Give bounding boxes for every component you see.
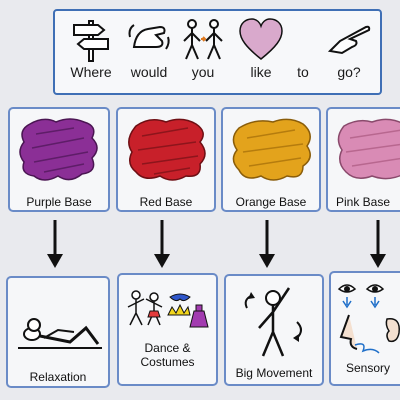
purple-base-card[interactable]: Purple Base xyxy=(8,107,110,212)
word-would-label: would xyxy=(130,64,168,80)
red-base-label: Red Base xyxy=(139,195,193,209)
pink-base-label: Pink Base xyxy=(335,195,391,209)
pointing-hand-icon xyxy=(327,25,371,55)
word-where-label: Where xyxy=(70,64,112,80)
down-arrow-icon xyxy=(370,220,386,268)
dance-costumes-card[interactable]: Dance & Costumes xyxy=(117,273,218,386)
word-like[interactable]: like xyxy=(233,11,289,95)
dance-costumes-label-line2: Costumes xyxy=(140,355,195,369)
down-arrow-icon xyxy=(259,220,275,268)
word-where[interactable]: Where xyxy=(61,11,121,95)
big-movement-label: Big Movement xyxy=(235,366,313,380)
relaxation-card[interactable]: Relaxation xyxy=(6,276,110,388)
signpost-icon xyxy=(73,20,109,62)
senses-icon xyxy=(337,284,400,354)
pink-paint-splotch xyxy=(337,118,400,180)
hand-wave-icon xyxy=(128,24,170,50)
big-movement-card[interactable]: Big Movement xyxy=(224,274,324,386)
word-go-label: go? xyxy=(337,64,361,80)
two-people-icon xyxy=(183,19,223,60)
word-you[interactable]: you xyxy=(177,11,229,95)
down-arrow-icon xyxy=(154,220,170,268)
orange-paint-splotch xyxy=(232,118,311,181)
word-go[interactable]: go? xyxy=(321,11,377,95)
pink-base-card[interactable]: Pink Base xyxy=(326,107,400,212)
sensory-card[interactable]: Sensory xyxy=(329,271,400,386)
sensory-label: Sensory xyxy=(345,361,391,375)
purple-base-label: Purple Base xyxy=(26,195,92,209)
word-would[interactable]: would xyxy=(121,11,177,95)
word-like-label: like xyxy=(250,64,272,80)
word-to-label: to xyxy=(297,64,309,80)
down-arrow-icon xyxy=(47,220,63,268)
red-base-card[interactable]: Red Base xyxy=(116,107,216,212)
person-lying-icon xyxy=(18,318,102,349)
stick-figure-moving-icon xyxy=(244,287,302,357)
word-to[interactable]: to xyxy=(287,11,319,95)
orange-base-card[interactable]: Orange Base xyxy=(221,107,321,212)
word-you-label: you xyxy=(191,64,215,80)
red-paint-splotch xyxy=(128,118,206,181)
sentence-strip: Where would you like to go? xyxy=(53,9,382,95)
relaxation-label: Relaxation xyxy=(29,370,87,384)
dancers-costumes-icon xyxy=(127,290,209,328)
dance-costumes-label-line1: Dance & xyxy=(144,341,191,355)
purple-paint-splotch xyxy=(19,118,98,181)
orange-base-label: Orange Base xyxy=(235,195,307,209)
heart-icon xyxy=(239,18,283,60)
